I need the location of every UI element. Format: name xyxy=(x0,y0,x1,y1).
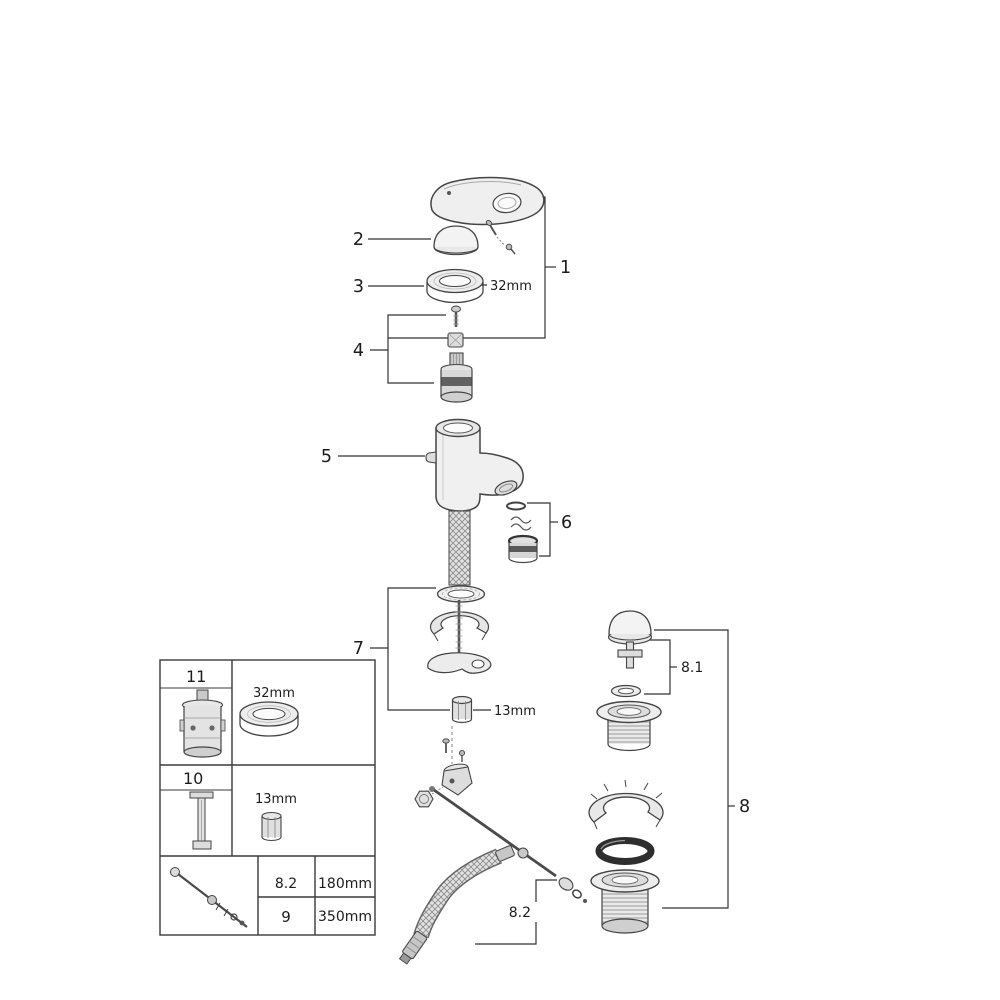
dim-label-13mm: 13mm xyxy=(494,704,536,719)
part-mounting-group xyxy=(427,585,492,674)
part-dome-cap xyxy=(433,225,479,256)
legend-dim-13mm: 13mm xyxy=(255,792,297,807)
part-13mm-nut xyxy=(451,695,473,724)
callout-5: 5 xyxy=(321,447,332,467)
legend-num-11: 11 xyxy=(186,667,206,686)
callout-8-1: 8.1 xyxy=(681,660,703,676)
part-handle-lever xyxy=(430,176,545,226)
callout-2: 2 xyxy=(353,230,364,250)
legend-num-9: 9 xyxy=(281,908,291,926)
callout-6: 6 xyxy=(561,513,572,533)
callout-4: 4 xyxy=(353,341,364,361)
callout-8-2: 8.2 xyxy=(509,905,531,921)
callout-1: 1 xyxy=(560,258,571,278)
part-cartridge-group xyxy=(440,305,473,403)
part-retaining-ring xyxy=(426,268,484,304)
handle-screws xyxy=(485,220,516,255)
part-faucet-body xyxy=(425,418,524,586)
legend-cartridge-thumbnail xyxy=(179,689,226,758)
part-drain-group xyxy=(588,610,664,934)
part-rod-hose-group xyxy=(398,726,587,965)
callout-8: 8 xyxy=(739,797,750,817)
callout-7: 7 xyxy=(353,639,364,659)
legend-variant-8-2: 8.2 xyxy=(275,876,297,892)
legend-num-10: 10 xyxy=(183,769,203,788)
legend-tool-thumbnail xyxy=(189,791,214,850)
part-aerator-group xyxy=(506,501,539,564)
legend-nut-thumbnail xyxy=(261,811,282,842)
legend-table: 11 32mm 10 13mm 8.2 180mm 9 350mm xyxy=(159,659,376,936)
callout-3: 3 xyxy=(353,277,364,297)
dim-label-32mm: 32mm xyxy=(490,279,532,294)
legend-rod-thumbnail xyxy=(170,867,248,928)
callout-lines xyxy=(338,196,735,945)
legend-length-180mm: 180mm xyxy=(318,876,372,892)
legend-ring-thumbnail xyxy=(239,701,299,737)
legend-length-350mm: 350mm xyxy=(318,909,372,925)
legend-dim-32mm: 32mm xyxy=(253,686,295,701)
callout-labels: 2 3 1 4 5 6 7 8 8.1 8.2 32mm 13mm xyxy=(321,230,750,921)
